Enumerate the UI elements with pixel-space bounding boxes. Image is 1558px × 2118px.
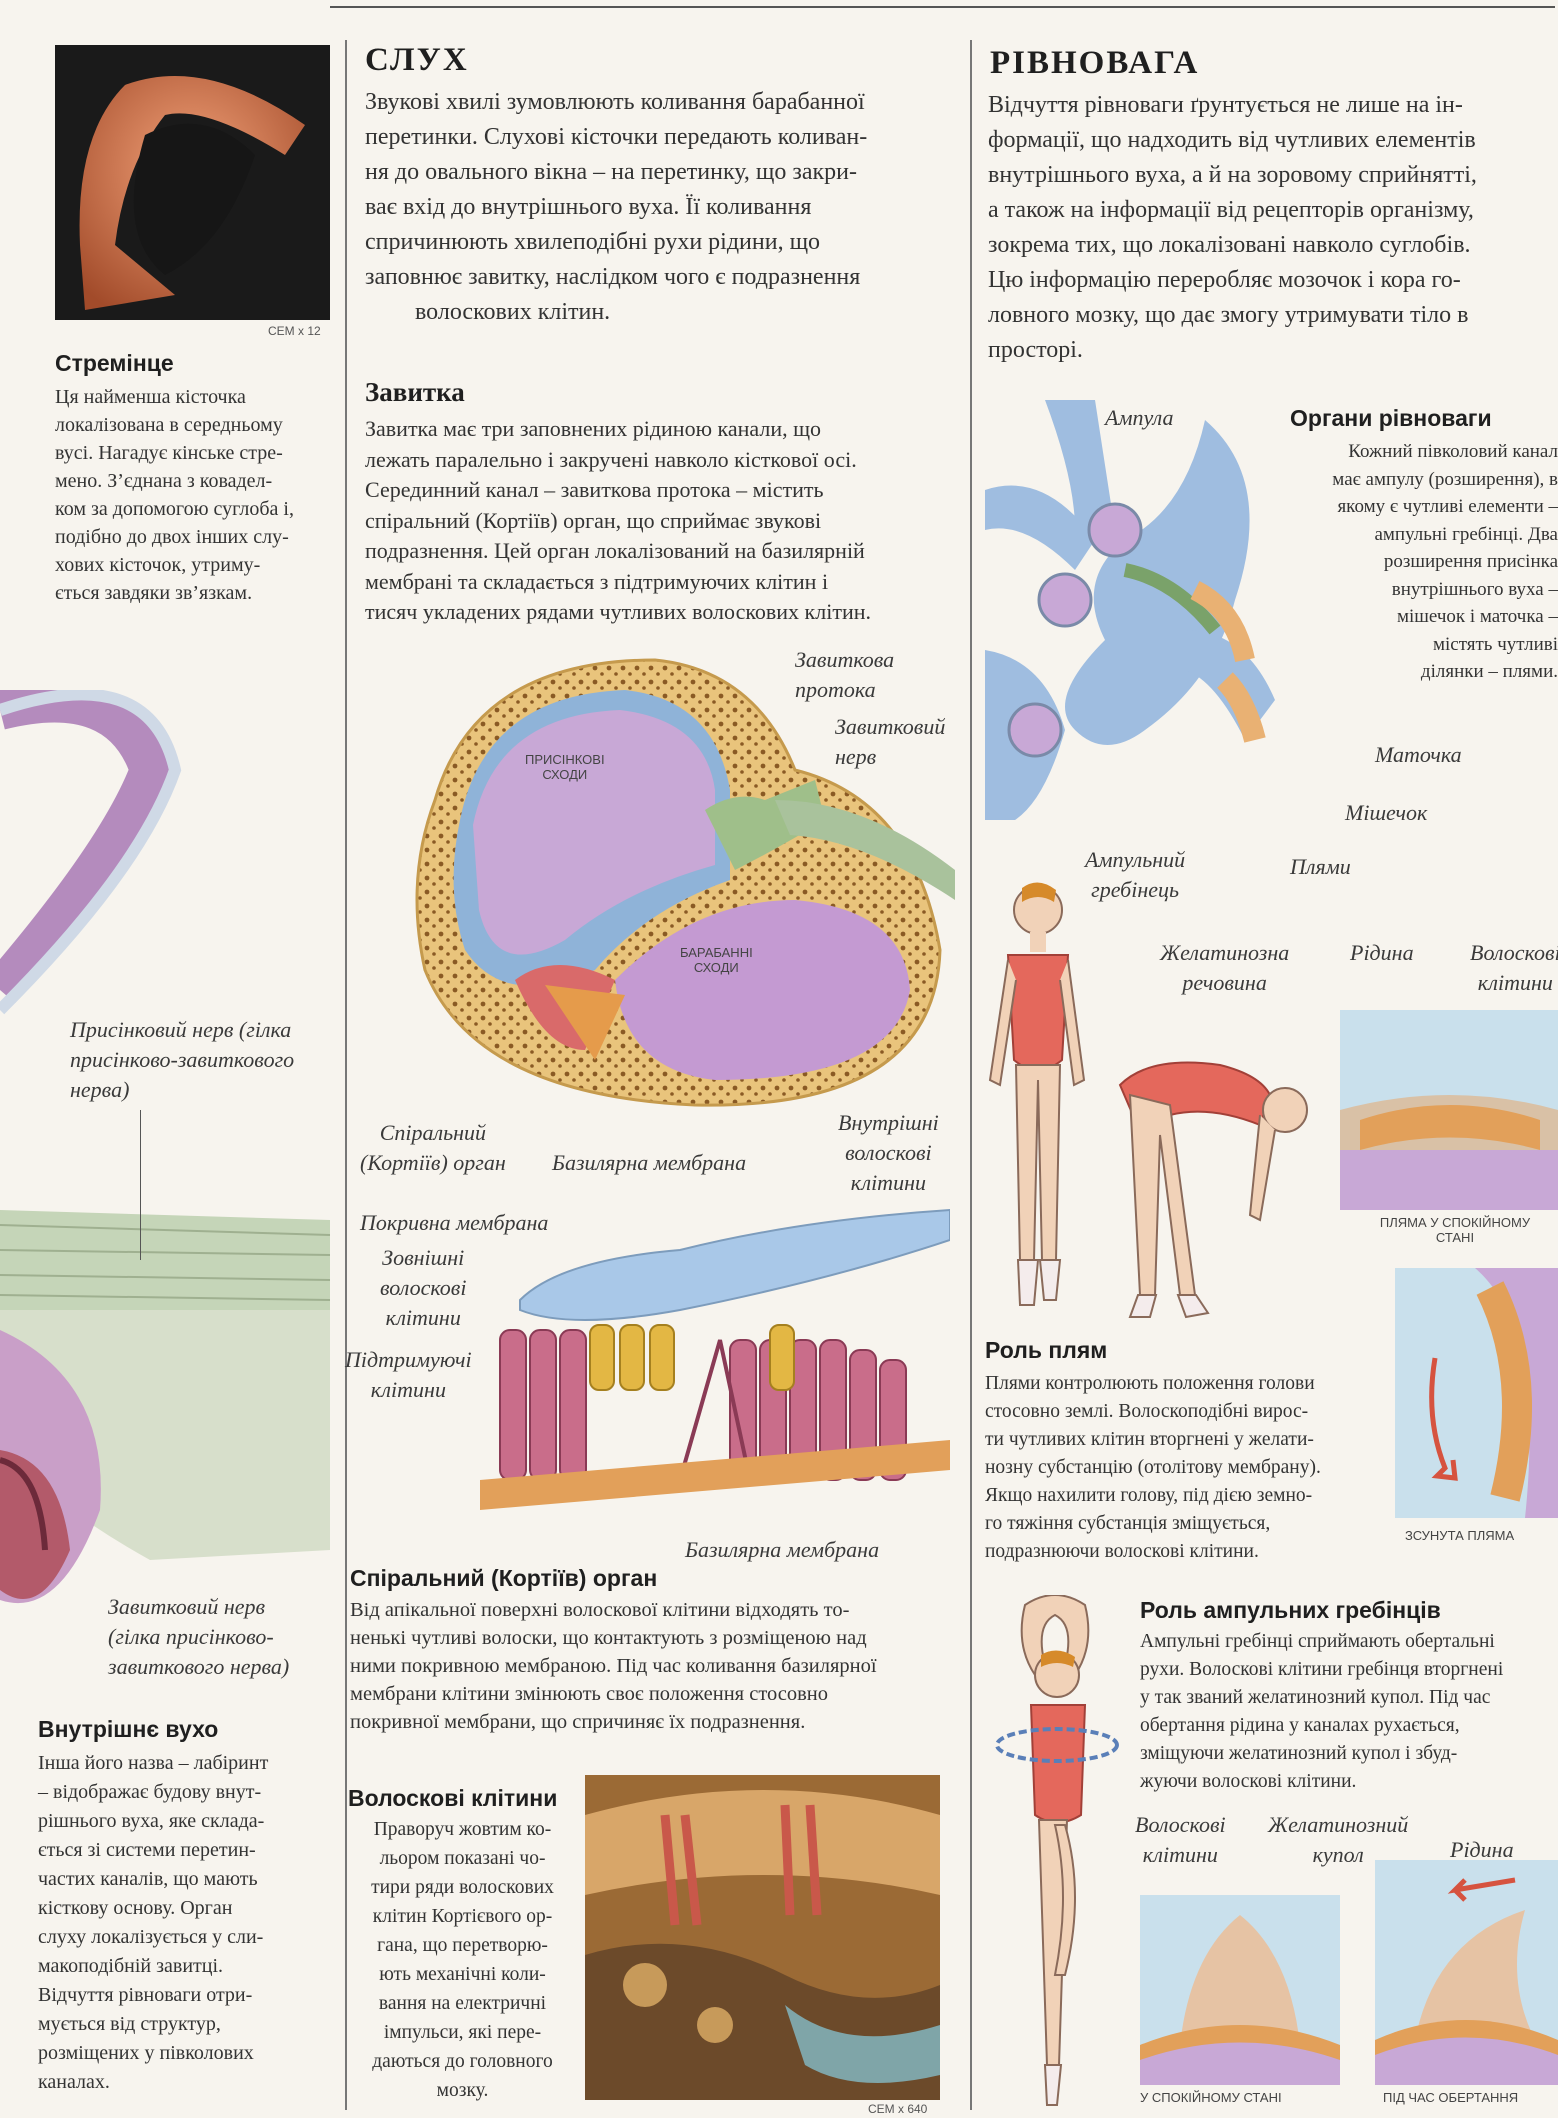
saccule-label: Мішечок bbox=[1345, 800, 1428, 825]
crista-rotating-caption: ПІД ЧАС ОБЕРТАННЯ bbox=[1383, 2090, 1519, 2105]
tectorial-membrane-label: Покривна мембрана bbox=[360, 1210, 549, 1235]
crista-at-rest-caption: У СПОКІЙНОМУ СТАНІ bbox=[1140, 2090, 1282, 2105]
vestibular-apparatus-diagram bbox=[985, 400, 1285, 830]
crista-at-rest-diagram bbox=[1140, 1895, 1340, 2085]
stirrup-photo bbox=[55, 45, 330, 320]
stirrup-photo-caption: СЕМ х 12 bbox=[268, 324, 321, 338]
basilar-membrane-label-2: Базилярна мембрана bbox=[685, 1537, 880, 1562]
organ-of-corti-illustration bbox=[480, 1200, 950, 1510]
fluid-label-crista: Рідина bbox=[1450, 1837, 1514, 1862]
maculae-role-title: Роль плям bbox=[985, 1337, 1108, 1363]
hair-cells-text: Праворуч жовтим ко-льором показані чо-ти… bbox=[371, 1819, 554, 2101]
standing-dancer-figure bbox=[980, 880, 1090, 1320]
crista-rotating-diagram bbox=[1375, 1860, 1558, 2085]
cochlea-text: Завитка має три заповнених рідиною канал… bbox=[365, 416, 871, 624]
vestibular-nerve-leader bbox=[140, 1110, 141, 1260]
column-rule-2 bbox=[970, 40, 972, 2110]
fluid-label-macula: Рідина bbox=[1350, 940, 1414, 965]
stirrup-title: Стремінце bbox=[55, 350, 174, 376]
spiral-organ-label: Спіральний(Кортіїв) орган bbox=[360, 1120, 506, 1175]
macula-shifted-caption: ЗСУНУТА ПЛЯМА bbox=[1405, 1528, 1515, 1543]
macula-shifted-diagram bbox=[1395, 1268, 1558, 1518]
macula-at-rest-diagram bbox=[1340, 1010, 1558, 1210]
organ-of-corti-text: Від апікальної поверхні волоскової кліти… bbox=[350, 1599, 877, 1733]
utricle-label: Маточка bbox=[1375, 742, 1462, 767]
basilar-membrane-label-1: Базилярна мембрана bbox=[552, 1150, 747, 1175]
maculae-label: Плями bbox=[1290, 854, 1351, 879]
bending-dancer-figure bbox=[1110, 1055, 1310, 1320]
organ-of-corti-title: Спіральний (Кортіїв) орган bbox=[350, 1565, 658, 1591]
cochlear-nerve-label: Завитковий нерв(гілка присінково-завитко… bbox=[108, 1594, 290, 1679]
hearing-title: СЛУХ bbox=[365, 42, 469, 78]
cochlea-title: Завитка bbox=[365, 377, 465, 407]
spinning-dancer-figure bbox=[995, 1595, 1120, 2110]
balance-text: Відчуття рівноваги ґрунтується не лише н… bbox=[988, 92, 1477, 363]
hair-cells-photo bbox=[585, 1775, 940, 2100]
inner-ear-text: Інша його назва – лабіринт– відображає б… bbox=[38, 1752, 269, 2093]
hair-cells-photo-caption: СЕМ х 640 bbox=[868, 2102, 928, 2116]
hearing-text: Звукові хвилі зумовлюють коливання бараб… bbox=[365, 89, 868, 325]
cochlea-cross-section bbox=[395, 650, 955, 1120]
inner-ear-illustration bbox=[0, 690, 330, 1710]
inner-ear-title: Внутрішнє вухо bbox=[38, 1716, 219, 1742]
hair-cells-title: Волоскові клітини bbox=[348, 1785, 558, 1811]
ampulla-label: Ампула bbox=[1105, 405, 1174, 430]
top-rule bbox=[330, 6, 1555, 8]
column-rule-1 bbox=[345, 40, 347, 2110]
balance-title: РІВНОВАГА bbox=[990, 45, 1200, 81]
cristae-role-title: Роль ампульних гребінців bbox=[1140, 1597, 1441, 1623]
balance-organs-title: Органи рівноваги bbox=[1290, 405, 1492, 431]
